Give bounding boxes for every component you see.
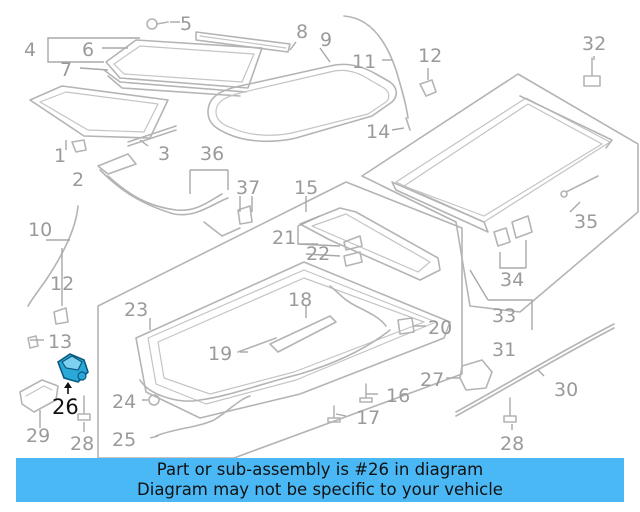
label-12-top: 12 <box>418 45 442 67</box>
sunroof-frame-assembly <box>97 181 463 459</box>
label-25: 25 <box>112 429 136 451</box>
label-17: 17 <box>356 407 380 429</box>
label-18: 18 <box>288 289 312 311</box>
label-16: 16 <box>386 385 410 407</box>
label-1: 1 <box>54 145 66 167</box>
wind-deflector-frame <box>97 153 253 237</box>
label-21: 21 <box>272 227 296 249</box>
label-20: 20 <box>428 317 452 339</box>
label-30: 30 <box>554 379 578 401</box>
label-27: 27 <box>420 369 444 391</box>
label-22: 22 <box>306 243 330 265</box>
label-29: 29 <box>26 425 50 447</box>
label-37: 37 <box>236 177 260 199</box>
label-8: 8 <box>296 21 308 43</box>
part-labels: 1 2 3 4 5 6 7 8 9 10 11 12 12 13 14 15 1… <box>24 13 606 455</box>
label-9: 9 <box>320 29 332 51</box>
label-32: 32 <box>582 33 606 55</box>
label-35: 35 <box>574 211 598 233</box>
label-13: 13 <box>48 331 72 353</box>
leader-lines <box>30 21 595 439</box>
label-10: 10 <box>28 219 52 241</box>
label-4: 4 <box>24 39 36 61</box>
label-15: 15 <box>294 177 318 199</box>
label-3: 3 <box>158 143 170 165</box>
label-19: 19 <box>208 343 232 365</box>
label-14: 14 <box>366 121 390 143</box>
label-6: 6 <box>82 39 94 61</box>
part-26-highlighted-motor <box>57 353 89 394</box>
glass-panel-assembly <box>29 15 437 153</box>
label-5: 5 <box>180 13 192 35</box>
label-28-right: 28 <box>500 433 524 455</box>
banner-line-1: Part or sub-assembly is #26 in diagram <box>156 460 484 479</box>
label-7: 7 <box>60 59 72 81</box>
label-33: 33 <box>492 305 516 327</box>
label-36: 36 <box>200 143 224 165</box>
label-24: 24 <box>112 391 136 413</box>
label-2: 2 <box>72 169 84 191</box>
label-34: 34 <box>500 269 524 291</box>
label-26: 26 <box>52 395 79 419</box>
label-31: 31 <box>492 339 516 361</box>
label-11: 11 <box>352 51 376 73</box>
label-12-left: 12 <box>50 273 74 295</box>
banner-line-2: Diagram may not be specific to your vehi… <box>137 480 503 499</box>
info-banner: Part or sub-assembly is #26 in diagram D… <box>16 458 624 502</box>
sunshade-assembly <box>361 57 639 313</box>
label-28-left: 28 <box>70 433 94 455</box>
label-23: 23 <box>124 299 148 321</box>
lower-left-components <box>19 205 91 421</box>
